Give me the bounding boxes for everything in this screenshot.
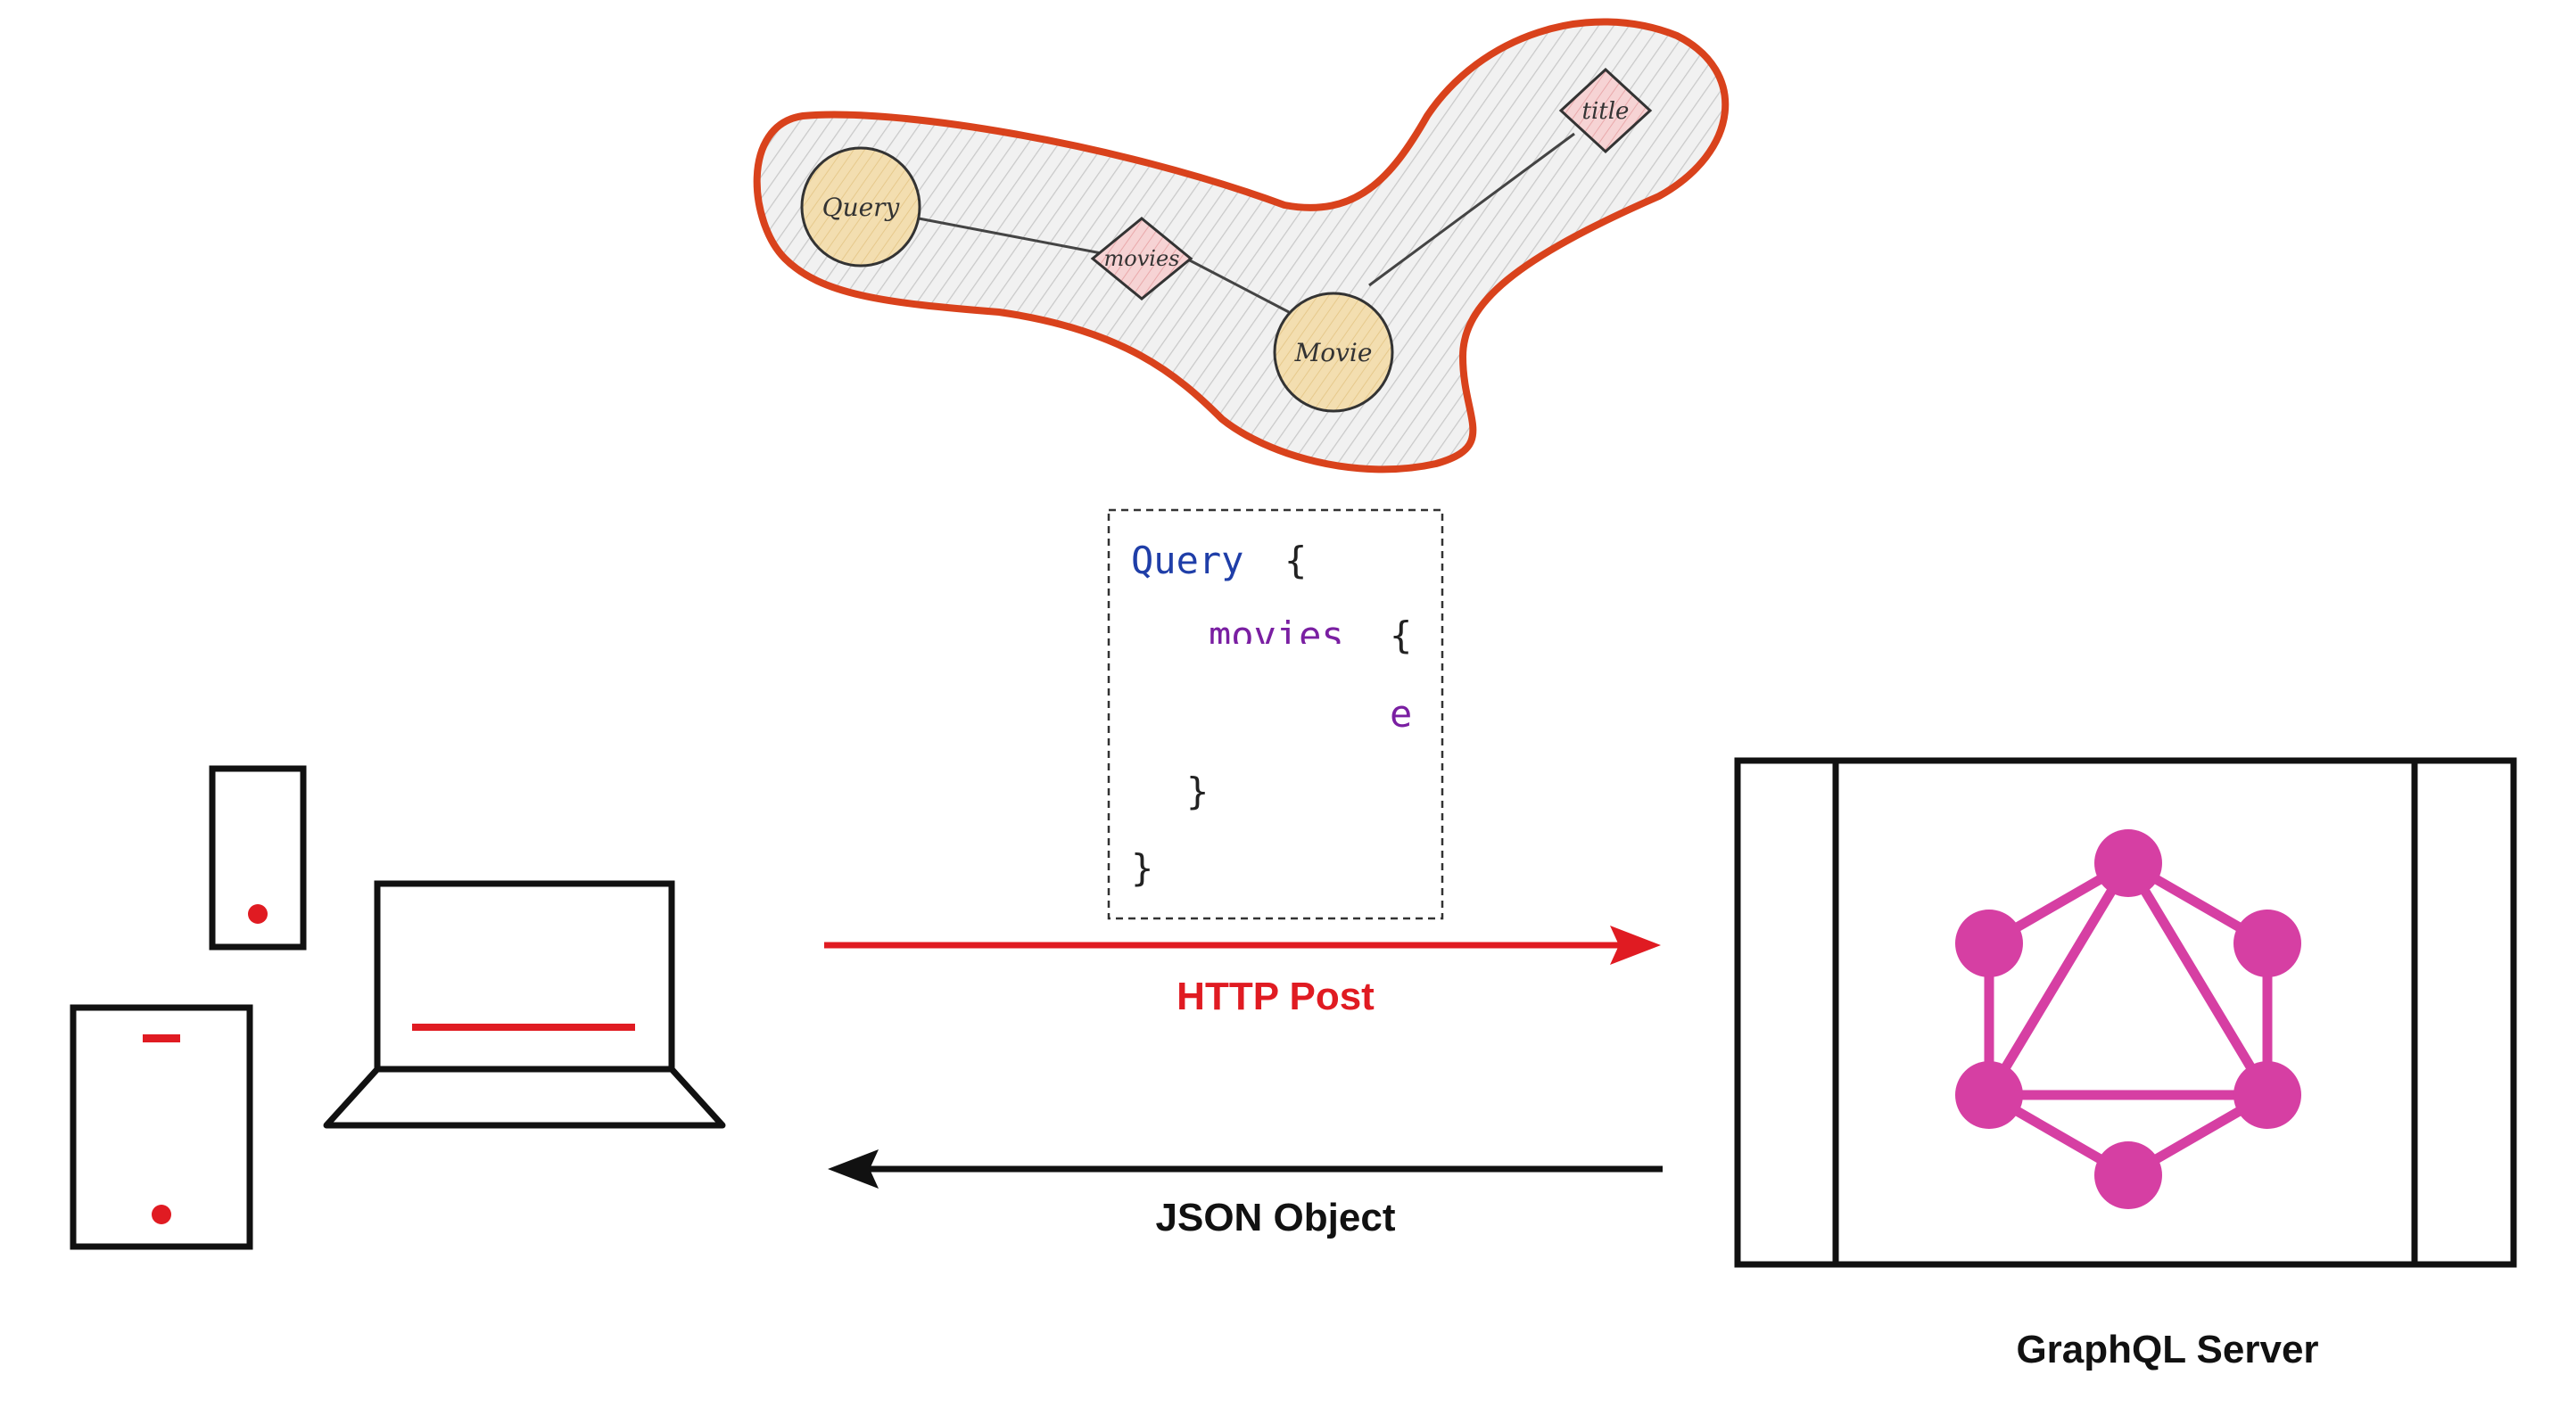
server-label: GraphQL Server xyxy=(2016,1328,2318,1371)
edge-query-movies xyxy=(918,217,1107,256)
response-arrow xyxy=(828,1149,1663,1189)
movie-node-label: Movie xyxy=(1294,338,1373,367)
response-arrow-label: JSON Object xyxy=(1156,1196,1396,1239)
query-code-block: Query { movies { e } } xyxy=(1107,508,1444,920)
code-line-4-brace: } xyxy=(1186,770,1209,813)
code-line-1-brace: { xyxy=(1284,539,1307,582)
title-field-label: title xyxy=(1582,98,1630,125)
laptop-icon xyxy=(323,880,726,1129)
movies-field-label: movies xyxy=(1104,246,1180,271)
title-field-diamond xyxy=(1558,67,1653,154)
query-node xyxy=(800,146,921,268)
code-line-3-field: e xyxy=(1390,692,1412,736)
graphql-logo-icon xyxy=(1955,829,2301,1209)
graphql-server xyxy=(1734,757,2517,1268)
request-arrow-label: HTTP Post xyxy=(1177,975,1375,1018)
edge-movie-title xyxy=(1368,132,1575,287)
phone-icon xyxy=(209,765,307,951)
movies-field-diamond xyxy=(1090,217,1193,300)
graph-sketch: Query movies Movie title xyxy=(753,18,1730,473)
code-line-1-keyword: Query xyxy=(1131,539,1243,582)
code-line-2-brace: { xyxy=(1390,613,1412,657)
movie-node xyxy=(1273,292,1394,413)
edge-movies-movie xyxy=(1185,257,1290,314)
code-line-5-brace: } xyxy=(1131,846,1153,890)
tablet-icon xyxy=(70,1004,253,1250)
code-line-2-clip xyxy=(1200,644,1369,671)
client-devices xyxy=(70,765,726,1250)
code-block-frame xyxy=(1107,508,1444,920)
request-arrow xyxy=(824,926,1661,965)
query-node-label: Query xyxy=(822,193,901,222)
graph-outline xyxy=(753,18,1730,473)
